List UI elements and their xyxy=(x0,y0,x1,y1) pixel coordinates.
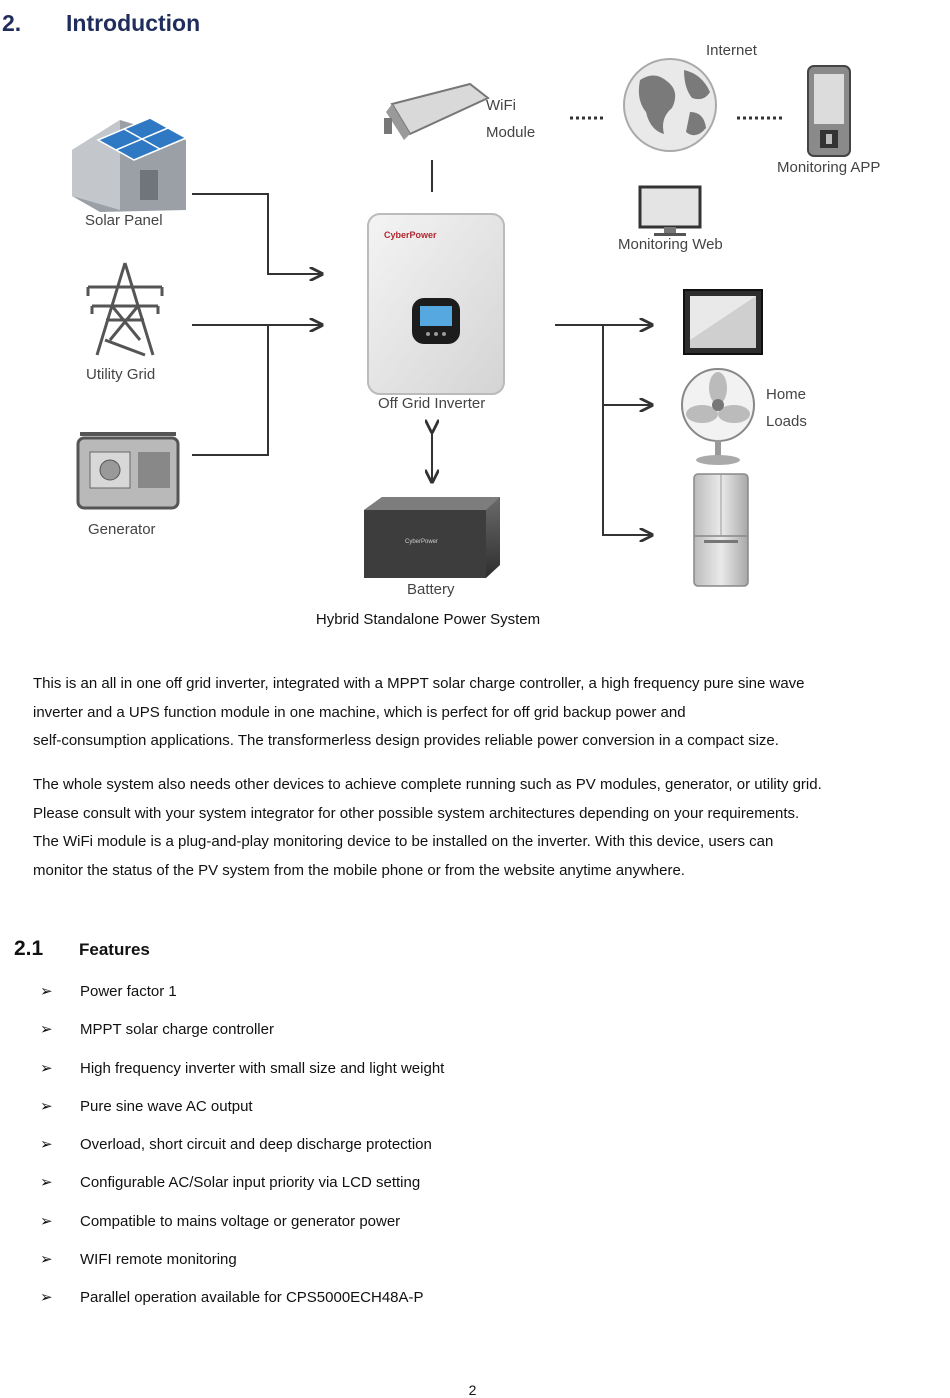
bullet-arrow-icon: ➢ xyxy=(40,1174,53,1192)
bullet-arrow-icon: ➢ xyxy=(40,1059,53,1077)
wifi-module-icon xyxy=(384,82,490,140)
label-home-line1: Home xyxy=(766,386,807,403)
internet-globe-icon xyxy=(623,58,717,152)
label-utility-grid: Utility Grid xyxy=(86,366,156,383)
tv-icon xyxy=(683,289,763,355)
section-title: Introduction xyxy=(66,10,201,36)
intro-paragraph-1: This is an all in one off grid inverter,… xyxy=(33,670,913,756)
label-internet: Internet xyxy=(706,42,757,59)
inverter-icon: CyberPower xyxy=(367,213,505,395)
solar-panel-icon xyxy=(72,117,188,212)
label-monitoring-app: Monitoring APP xyxy=(777,159,881,176)
utility-grid-icon xyxy=(86,262,164,357)
refrigerator-icon xyxy=(693,473,749,587)
feature-text: Parallel operation available for CPS5000… xyxy=(80,1289,424,1307)
feature-text: Overload, short circuit and deep dischar… xyxy=(80,1136,432,1154)
label-inverter: Off Grid Inverter xyxy=(378,395,486,412)
page-number: 2 xyxy=(468,1382,477,1398)
label-home-line2: Loads xyxy=(766,413,807,430)
generator-icon xyxy=(76,432,180,510)
intro-paragraph-2: The whole system also needs other device… xyxy=(33,771,913,885)
label-wifi-line2: Module xyxy=(486,124,536,141)
battery-icon: CyberPower xyxy=(364,497,500,578)
label-battery: Battery xyxy=(407,581,455,598)
features-heading: 2.1 Features xyxy=(14,937,150,961)
bullet-arrow-icon: ➢ xyxy=(40,1021,53,1039)
bullet-arrow-icon: ➢ xyxy=(40,1097,53,1115)
feature-text: Configurable AC/Solar input priority via… xyxy=(80,1174,421,1192)
feature-text: Pure sine wave AC output xyxy=(80,1097,253,1115)
section-number: 2. xyxy=(2,10,22,36)
paragraph-line: inverter and a UPS function module in on… xyxy=(33,703,686,721)
paragraph-line: monitor the status of the PV system from… xyxy=(33,861,685,879)
bullet-arrow-icon: ➢ xyxy=(40,1212,53,1230)
label-solar-panel: Solar Panel xyxy=(85,212,163,229)
feature-text: High frequency inverter with small size … xyxy=(80,1059,445,1077)
bullet-arrow-icon: ➢ xyxy=(40,1251,53,1269)
label-wifi-line1: WiFi xyxy=(486,97,516,114)
features-number: 2.1 xyxy=(14,937,44,960)
label-generator: Generator xyxy=(88,521,156,538)
battery-brand: CyberPower xyxy=(405,539,438,545)
feature-text: WIFI remote monitoring xyxy=(80,1251,237,1269)
paragraph-line: self-consumption applications. The trans… xyxy=(33,732,779,749)
monitoring-web-icon xyxy=(638,185,702,236)
paragraph-line: The whole system also needs other device… xyxy=(33,776,822,793)
section-heading: 2. Introduction xyxy=(2,10,200,37)
paragraph-line: This is an all in one off grid inverter,… xyxy=(33,675,805,692)
feature-text: Compatible to mains voltage or generator… xyxy=(80,1212,401,1230)
bullet-arrow-icon: ➢ xyxy=(40,1136,53,1154)
bullet-arrow-icon: ➢ xyxy=(40,1289,53,1307)
figure-caption: Hybrid Standalone Power System xyxy=(315,611,541,628)
brand-logo: CyberPower xyxy=(384,230,437,240)
features-title: Features xyxy=(79,940,150,959)
label-monitoring-web: Monitoring Web xyxy=(618,236,723,253)
paragraph-line: Please consult with your system integrat… xyxy=(33,804,800,822)
feature-text: Power factor 1 xyxy=(80,983,177,1000)
system-diagram: CyberPower CyberPower xyxy=(72,58,851,587)
paragraph-line: The WiFi module is a plug-and-play monit… xyxy=(33,833,774,850)
bullet-arrow-icon: ➢ xyxy=(40,983,53,1000)
fan-icon xyxy=(681,368,755,465)
feature-text: MPPT solar charge controller xyxy=(80,1021,274,1039)
mobile-phone-icon xyxy=(807,65,851,157)
